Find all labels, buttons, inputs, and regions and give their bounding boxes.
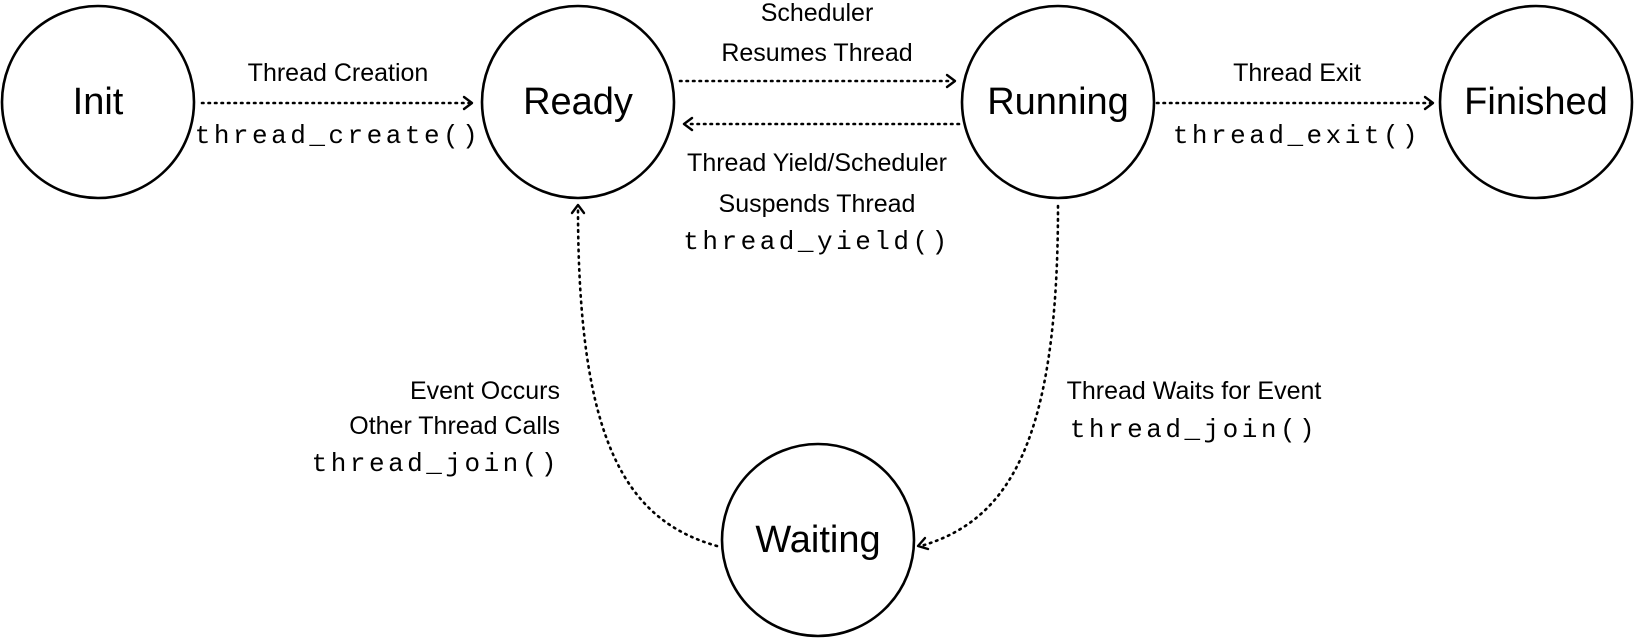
ready-to-running-label-line2: Resumes Thread	[721, 39, 912, 67]
running-to-finished-code: thread_exit()	[1173, 121, 1421, 151]
state-waiting: Waiting	[720, 442, 916, 638]
state-waiting-label: Waiting	[755, 519, 880, 561]
edge-waiting-to-ready	[576, 206, 719, 548]
state-finished-circle	[1438, 4, 1634, 200]
running-to-waiting-code: thread_join()	[1070, 415, 1318, 445]
state-finished-label: Finished	[1464, 81, 1608, 123]
arrowhead-running-to-ready	[682, 116, 694, 132]
state-finished: Finished	[1438, 4, 1634, 200]
arrowhead-running-to-waiting	[916, 536, 930, 551]
arrowhead-running-to-finished	[1423, 95, 1435, 111]
arrowhead-ready-to-running	[945, 73, 957, 89]
state-init: Init	[0, 4, 196, 200]
state-running-label: Running	[987, 81, 1129, 123]
init-to-ready-label: Thread Creation	[248, 59, 429, 87]
state-running-circle	[960, 4, 1156, 200]
waiting-to-ready-code: thread_join()	[312, 449, 560, 479]
running-to-finished-label: Thread Exit	[1233, 59, 1361, 87]
state-running: Running	[960, 4, 1156, 200]
state-ready-circle	[480, 4, 676, 200]
state-init-circle	[0, 4, 196, 200]
waiting-to-ready-label-line2: Other Thread Calls	[349, 412, 560, 440]
arrowhead-init-to-ready	[462, 95, 474, 111]
running-to-ready-label-line2: Suspends Thread	[719, 190, 916, 218]
running-to-ready-code: thread_yield()	[683, 227, 950, 257]
running-to-ready-label-line1: Thread Yield/Scheduler	[687, 149, 947, 177]
state-waiting-circle	[720, 442, 916, 638]
edges	[200, 73, 1435, 551]
state-ready-label: Ready	[523, 81, 633, 123]
states: Init Ready Running Finished Waiting	[0, 4, 1634, 638]
state-init-label: Init	[73, 81, 124, 123]
running-to-waiting-label: Thread Waits for Event	[1067, 377, 1322, 405]
transition-labels: Thread Creation thread_create() Schedule…	[195, 0, 1421, 479]
arrowhead-waiting-to-ready	[570, 203, 586, 215]
ready-to-running-label-line1: Scheduler	[761, 0, 874, 27]
init-to-ready-code: thread_create()	[195, 121, 482, 151]
edge-running-to-waiting	[919, 204, 1060, 548]
waiting-to-ready-label-line1: Event Occurs	[410, 377, 560, 405]
state-ready: Ready	[480, 4, 676, 200]
